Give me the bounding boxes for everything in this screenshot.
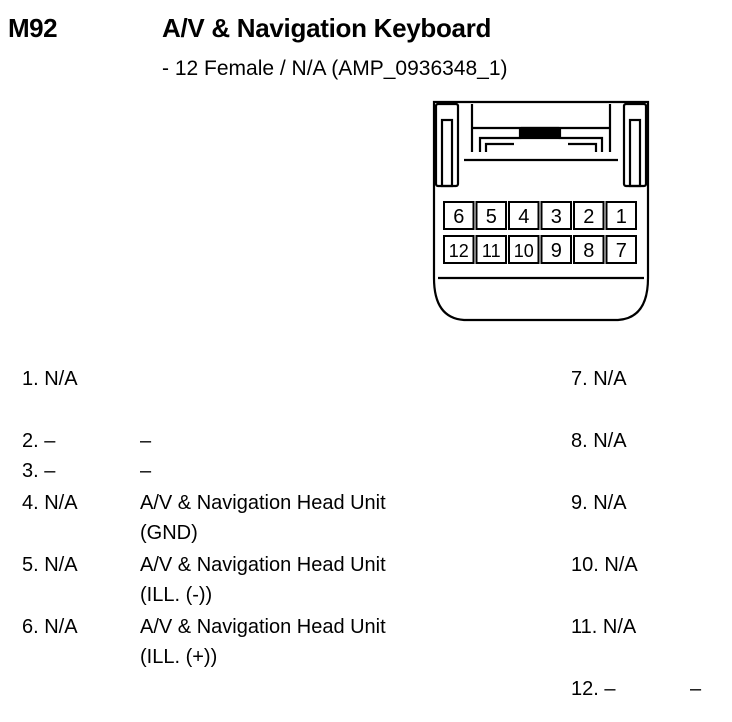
pin-number-label: 5	[486, 206, 497, 228]
pin-cell	[573, 235, 605, 264]
pin-cell	[540, 201, 572, 230]
pin-cell	[443, 235, 475, 264]
pin-number-label: 3	[551, 206, 562, 228]
connector-code: M92	[8, 13, 58, 43]
pin-cell	[508, 235, 540, 264]
pin-number-label: 12	[449, 241, 469, 261]
right-latch	[622, 102, 648, 188]
pin-number-label: 8	[583, 240, 594, 262]
connector-housing	[432, 100, 650, 322]
pin-number: 9. N/A	[571, 492, 627, 514]
left-latch	[434, 102, 460, 188]
pin-number: 5. N/A	[22, 554, 78, 576]
pin-cell	[508, 201, 540, 230]
pin-description-line2: (ILL. (-))	[140, 584, 213, 606]
pin-cell	[540, 235, 572, 264]
polarizing-key	[520, 126, 560, 140]
pin-number: 7. N/A	[571, 368, 627, 390]
pin-number-label: 4	[518, 206, 529, 228]
pin-description: A/V & Navigation Head Unit	[140, 492, 386, 514]
pin-description: –	[140, 430, 152, 452]
pin-description: –	[140, 460, 152, 482]
pin-number-label: 9	[551, 240, 562, 262]
pin-description-line2: (ILL. (+))	[140, 646, 218, 668]
connector-title: A/V & Navigation Keyboard	[162, 13, 492, 43]
pin-description: –	[690, 678, 702, 700]
pin-number: 3. –	[22, 460, 56, 482]
pin-number: 1. N/A	[22, 368, 78, 390]
pin-number-label: 1	[616, 206, 627, 228]
left-latch-inner	[440, 118, 454, 188]
pin-number: 4. N/A	[22, 492, 78, 514]
pin-cell	[443, 201, 475, 230]
pin-number: 12. –	[571, 678, 616, 700]
pin-description-line2: (GND)	[140, 522, 198, 544]
pin-cell	[475, 235, 507, 264]
pin-cell	[573, 201, 605, 230]
pin-number-label: 11	[482, 241, 501, 261]
pin-cell	[605, 235, 637, 264]
pin-number: 2. –	[22, 430, 56, 452]
pin-number: 6. N/A	[22, 616, 78, 638]
right-latch-inner	[628, 118, 642, 188]
pin-number: 8. N/A	[571, 430, 627, 452]
pin-description: A/V & Navigation Head Unit	[140, 616, 386, 638]
pin-number: 11. N/A	[571, 616, 637, 638]
pin-cell	[475, 201, 507, 230]
pin-number: 10. N/A	[571, 554, 638, 576]
connector-subtitle: - 12 Female / N/A (AMP_0936348_1)	[162, 57, 508, 80]
pin-number-label: 7	[616, 240, 627, 262]
pin-number-label: 2	[583, 206, 594, 228]
pin-number-label: 6	[453, 206, 464, 228]
pin-cell	[605, 201, 637, 230]
pin-description: A/V & Navigation Head Unit	[140, 554, 386, 576]
pin-number-label: 10	[514, 241, 534, 261]
